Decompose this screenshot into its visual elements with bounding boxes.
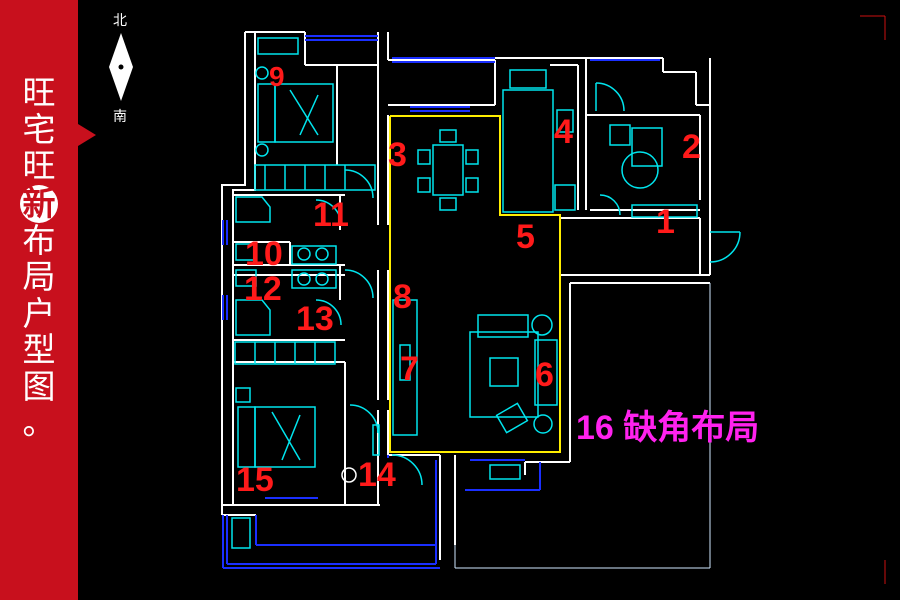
corner-guides [860,15,886,584]
compass-south-label: 南 [113,109,127,125]
title-sidebar [0,0,78,600]
title-char: 旺 [22,146,56,185]
title-char-highlight: 新 [20,184,58,223]
title-char: 。 [22,403,56,442]
room-number-8: 8 [393,278,412,316]
room-number-7: 7 [400,350,419,388]
living-dining-frame [389,115,561,453]
room-number-1: 1 [656,203,675,241]
room-number-10: 10 [245,235,283,273]
room-number-2: 2 [682,128,701,166]
room-number-4: 4 [554,113,573,151]
title-char: 图 [22,366,56,406]
room-number-9: 9 [269,61,285,92]
room-number-14: 14 [358,456,396,494]
room-number-5: 5 [516,218,535,256]
title-char: 布 [22,220,56,260]
title-char: 型 [22,330,56,369]
room-number-6: 6 [535,356,554,394]
title-char: 宅 [22,109,56,149]
floor-drain-icon [341,467,357,483]
title-char: 局 [22,257,56,296]
vertical-title: 旺 宅 旺 新 布 局 户 型 图 。 [0,73,78,442]
room-number-11: 11 [313,196,349,234]
compass-needle-icon [109,33,133,101]
sidebar-pointer [78,124,96,146]
compass-north-label: 北 [113,13,127,29]
room-number-13: 13 [296,300,334,338]
balcony-outline [454,283,711,569]
room-number-15: 15 [236,461,274,499]
walls [221,31,711,560]
furniture [231,37,741,549]
title-char: 户 [22,293,56,333]
room-number-3: 3 [388,136,407,174]
room-number-12: 12 [244,270,282,308]
windows [222,35,660,569]
title-char: 旺 [22,73,56,112]
missing-corner-label: 16 缺角布局 [576,409,760,447]
